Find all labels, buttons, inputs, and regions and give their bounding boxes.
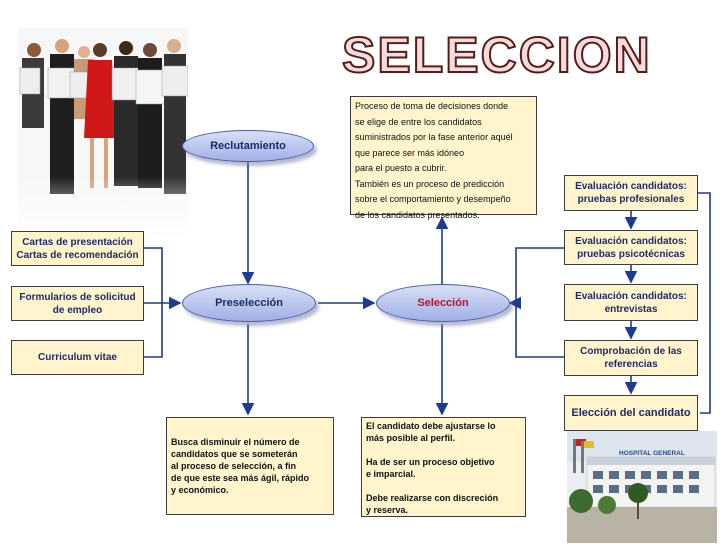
reclutamiento-node: Reclutamiento [182,130,314,162]
step-label-referencias: Comprobación de las referencias [580,346,682,370]
preseleccion-note: Busca disminuir el número de candidatos … [166,417,334,515]
page-title: SELECCION [341,26,652,84]
seleccion-note-1: El candidato debe ajustarse lo más posib… [366,421,496,443]
step-box-eleccion: Elección del candidato [564,395,698,431]
source-label-curriculum: Curriculum vitae [38,352,117,363]
source-label-cartas: Cartas de presentación Cartas de recomen… [16,236,139,261]
preseleccion-note-text: Busca disminuir el número de candidatos … [171,437,310,495]
source-box-formularios: Formularios de solicitud de empleo [11,286,144,321]
step-box-entrevistas: Evaluación candidatos: entrevistas [564,284,698,321]
preseleccion-label: Preselección [215,297,283,309]
source-label-formularios: Formularios de solicitud de empleo [19,291,136,316]
step-label-pruebas-psicotecnicas: Evaluación candidatos: pruebas psicotécn… [575,235,687,260]
step-box-pruebas-psicotecnicas: Evaluación candidatos: pruebas psicotécn… [564,230,698,265]
people-reading-newspapers-photo [18,28,188,240]
seleccion-note-3: Debe realizarse con discreción y reserva… [366,493,499,515]
seleccion-notes: El candidato debe ajustarse lo más posib… [361,417,526,517]
source-box-curriculum: Curriculum vitae [11,340,144,375]
step-box-pruebas-profesionales: Evaluación candidatos: pruebas profesion… [564,175,698,211]
definition-text: Proceso de toma de decisiones donde se e… [350,96,537,220]
hospital-building-photo: HOSPITAL GENERAL [567,431,717,543]
reclutamiento-label: Reclutamiento [210,140,286,152]
step-box-referencias: Comprobación de las referencias [564,340,698,376]
source-box-cartas: Cartas de presentación Cartas de recomen… [11,231,144,266]
hospital-sign: HOSPITAL GENERAL [619,450,685,457]
seleccion-note-2: Ha de ser un proceso objetivo e imparcia… [366,457,495,479]
seleccion-label: Selección [417,297,469,309]
step-label-eleccion: Elección del candidato [571,406,691,419]
step-label-entrevistas: Evaluación candidatos: entrevistas [575,290,687,315]
seleccion-node: Selección [376,284,510,322]
step-label-pruebas-profesionales: Evaluación candidatos: pruebas profesion… [575,181,687,205]
definition-paragraph: Proceso de toma de decisiones donde se e… [355,101,513,220]
preseleccion-node: Preselección [182,284,316,322]
